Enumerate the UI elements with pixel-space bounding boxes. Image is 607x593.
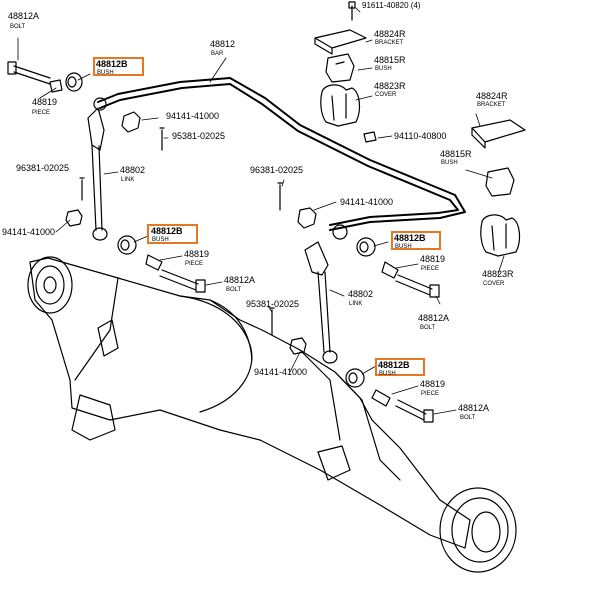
label-bush-top-left-name: BUSH <box>97 70 114 76</box>
left-axle-flange <box>27 256 73 314</box>
cotter-pins <box>79 1 356 336</box>
bushing-top <box>325 53 355 83</box>
label-piece-mid-right-number: 48819 <box>420 254 446 264</box>
label-cover-right-number: 48823R <box>482 269 514 279</box>
label-bracket-top-name: BRACKET <box>375 40 404 46</box>
label-cover-right-name: COVER <box>483 281 505 287</box>
label-bush-mid-left-name: BUSH <box>152 237 169 243</box>
bracket-right <box>471 119 526 149</box>
label-bolt-lower-number: 48812A <box>458 403 490 413</box>
label-bracket-top-number: 48824R <box>374 29 406 39</box>
label-link-left-number: 48802 <box>120 165 146 175</box>
label-bush-mid-left-number: 48812B <box>151 226 183 236</box>
label-bolt-top-left-number: 48812A <box>8 11 40 21</box>
cover-top <box>320 84 361 127</box>
label-nut-mid-number: 94141-41000 <box>340 197 394 207</box>
label-link-right-name: LINK <box>349 301 363 307</box>
bracket-top <box>314 29 367 55</box>
label-piece-lower-name: PIECE <box>421 391 440 397</box>
highlight-bush-lower <box>375 358 425 376</box>
label-bush-right-top-number: 48815R <box>374 55 406 65</box>
label-bar-name: BAR <box>211 51 224 57</box>
label-cotter-mid-number: 96381-02025 <box>250 165 304 175</box>
label-bush-right-name: BUSH <box>441 160 458 166</box>
bolts <box>7 61 440 423</box>
label-bracket-right-name: BRACKET <box>477 102 506 108</box>
label-bush-right-number: 48815R <box>440 149 472 159</box>
label-piece-mid-left-number: 48819 <box>184 249 210 259</box>
label-nut-far-left-number: 94141-41000 <box>2 227 56 237</box>
nuts <box>65 111 317 355</box>
label-bracket-right-number: 48824R <box>476 91 508 101</box>
label-piece-mid-right-name: PIECE <box>421 266 440 272</box>
label-bush-lower-name: BUSH <box>379 371 396 377</box>
label-piece-top-left-number: 48819 <box>32 97 58 107</box>
axle-housing <box>29 257 471 549</box>
label-bolt-mid-left-number: 48812A <box>224 275 256 285</box>
label-link-right-number: 48802 <box>348 289 374 299</box>
highlight-bush-top-left <box>93 57 144 76</box>
label-pin-lower-number: 95381-02025 <box>246 299 300 309</box>
cover-right <box>480 214 521 257</box>
label-link-left-name: LINK <box>121 177 135 183</box>
label-bolt-mid-right-number: 48812A <box>418 313 450 323</box>
label-bolt-top-left-name: BOLT <box>10 24 26 30</box>
highlight-bush-mid-left <box>147 224 198 244</box>
label-nut-left-number: 94141-41000 <box>166 111 220 121</box>
stabilizer-bar <box>97 77 466 231</box>
right-axle-flange <box>439 487 517 573</box>
label-nut-lower-number: 94141-41000 <box>254 367 308 377</box>
label-bolt-lower-name: BOLT <box>460 415 476 421</box>
label-bush-top-left-number: 48812B <box>96 59 128 69</box>
label-bush-right-top-name: BUSH <box>375 66 392 72</box>
label-bolt-mid-right-name: BOLT <box>420 325 436 331</box>
bushing-parts <box>65 72 376 388</box>
link-right <box>304 224 348 364</box>
label-cotter-far-left-number: 96381-02025 <box>16 163 70 173</box>
link-left <box>87 97 108 241</box>
label-screw-top-number: 91611-40820 (4) <box>362 1 421 10</box>
label-piece-top-left-name: PIECE <box>32 110 51 116</box>
label-bar-number: 48812 <box>210 39 236 49</box>
label-cover-top-name: COVER <box>375 92 397 98</box>
label-washer-number: 94110-40800 <box>394 131 447 141</box>
label-piece-lower-number: 48819 <box>420 379 446 389</box>
label-bush-lower-number: 48812B <box>378 360 410 370</box>
spacer-pieces <box>49 79 399 407</box>
label-pin-left-number: 95381-02025 <box>172 131 226 141</box>
axle-bracket-right <box>317 445 351 481</box>
washer-top <box>363 131 377 143</box>
label-bush-mid-right-name: BUSH <box>395 244 412 250</box>
label-piece-mid-left-name: PIECE <box>185 261 204 267</box>
highlight-bush-mid-right <box>391 231 441 250</box>
label-bush-mid-right-number: 48812B <box>394 233 426 243</box>
bushing-right <box>485 167 515 197</box>
label-bolt-mid-left-name: BOLT <box>226 287 242 293</box>
label-cover-top-number: 48823R <box>374 81 406 91</box>
leader-lines <box>17 7 505 415</box>
